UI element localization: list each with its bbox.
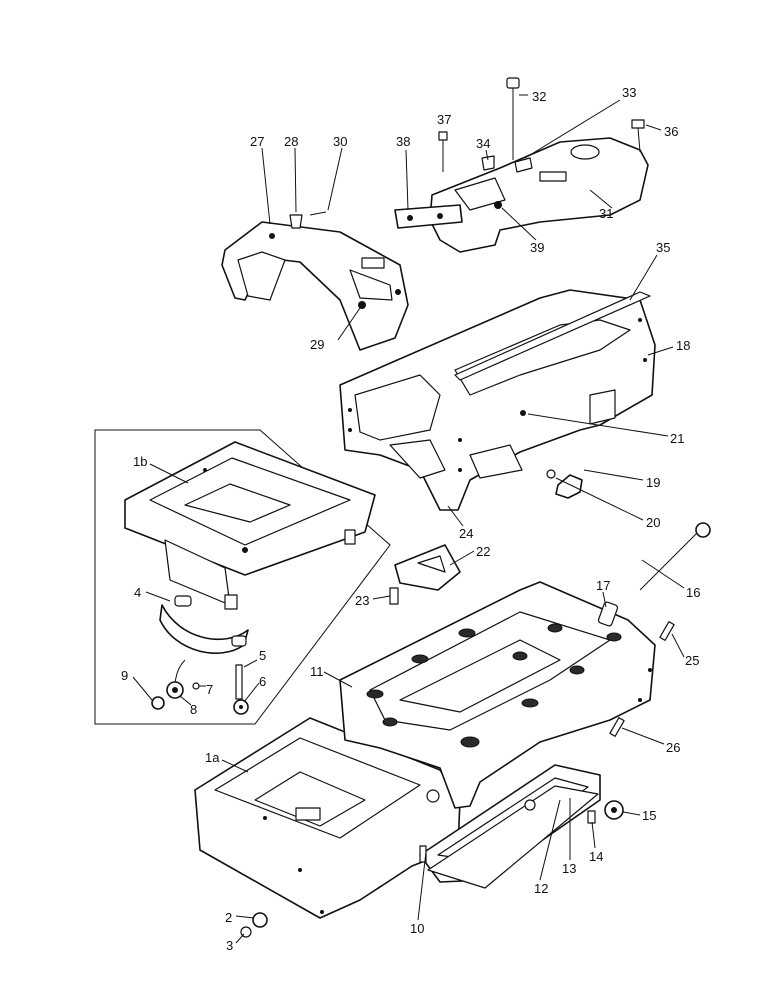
callout-1b: 1b xyxy=(133,454,147,469)
callout-27: 27 xyxy=(250,134,264,149)
callout-21: 21 xyxy=(670,431,684,446)
sump-pan-part-12 xyxy=(419,764,601,889)
callout-34: 34 xyxy=(476,136,490,151)
callout-36: 36 xyxy=(664,124,678,139)
callout-37: 37 xyxy=(437,112,451,127)
callout-32: 32 xyxy=(532,89,546,104)
leader-lines xyxy=(132,94,685,944)
callout-11: 11 xyxy=(310,664,324,679)
callout-18: 18 xyxy=(676,338,690,353)
callout-30: 30 xyxy=(333,134,347,149)
callout-16: 16 xyxy=(686,585,700,600)
callout-1a: 1a xyxy=(205,750,220,765)
callout-39: 39 xyxy=(530,240,544,255)
callout-5: 5 xyxy=(259,648,266,663)
top-cover-part-31 xyxy=(394,77,649,253)
callout-8: 8 xyxy=(190,702,197,717)
callout-9: 9 xyxy=(121,668,128,683)
callout-38: 38 xyxy=(396,134,410,149)
callout-28: 28 xyxy=(284,134,298,149)
callout-labels: 1a 1b 2 3 4 5 6 7 8 9 10 11 12 13 14 15 … xyxy=(121,85,700,953)
callout-10: 10 xyxy=(410,921,424,936)
callout-26: 26 xyxy=(666,740,680,755)
lift-bracket-part-27 xyxy=(221,211,409,351)
center-housing-part-18 xyxy=(339,289,656,511)
callout-33: 33 xyxy=(622,85,636,100)
inset-frame xyxy=(94,429,391,725)
callout-20: 20 xyxy=(646,515,660,530)
callout-35: 35 xyxy=(656,240,670,255)
callout-13: 13 xyxy=(562,861,576,876)
callout-4: 4 xyxy=(134,585,141,600)
callout-3: 3 xyxy=(226,938,233,953)
transmission-housing-part-11 xyxy=(339,581,656,809)
callout-25: 25 xyxy=(685,653,699,668)
loose-parts xyxy=(240,469,711,938)
callout-15: 15 xyxy=(642,808,656,823)
frame-part-1b xyxy=(124,441,376,610)
callout-7: 7 xyxy=(206,682,213,697)
callout-22: 22 xyxy=(476,544,490,559)
callout-24: 24 xyxy=(459,526,473,541)
callout-29: 29 xyxy=(310,337,324,352)
callout-12: 12 xyxy=(534,881,548,896)
callout-17: 17 xyxy=(596,578,610,593)
fastener-parts-5-9 xyxy=(151,664,249,715)
callout-23: 23 xyxy=(355,593,369,608)
callout-19: 19 xyxy=(646,475,660,490)
callout-14: 14 xyxy=(589,849,603,864)
bearing-cap-part-4 xyxy=(159,595,249,699)
callout-31: 31 xyxy=(599,206,613,221)
callout-6: 6 xyxy=(259,674,266,689)
callout-2: 2 xyxy=(225,910,232,925)
